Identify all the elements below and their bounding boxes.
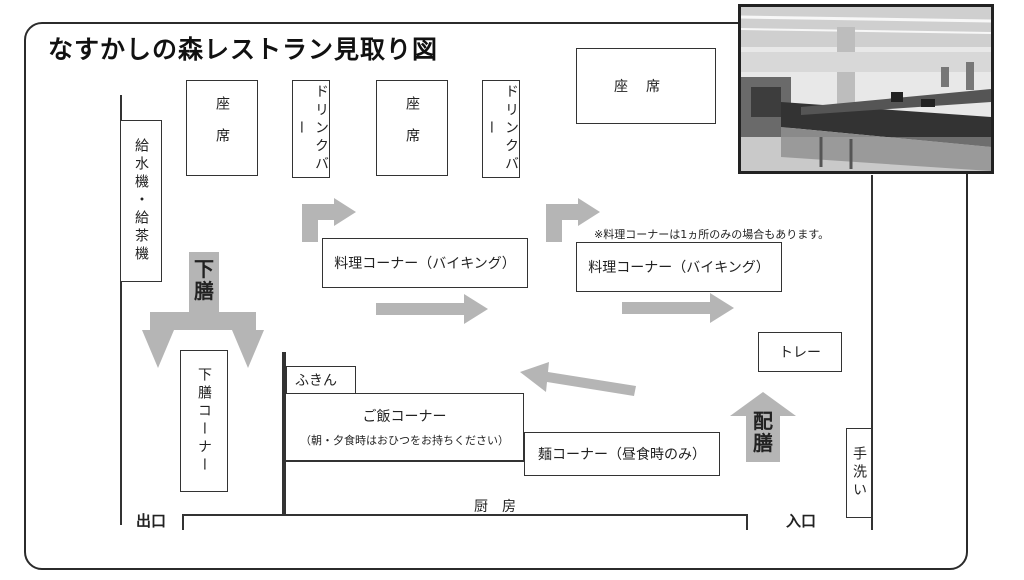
turn-arrow-2-bar (546, 204, 580, 220)
cooking-corner-2: 料理コーナー（バイキング） (576, 242, 782, 292)
right-wall (871, 175, 873, 530)
turn-arrow-1-bar (302, 204, 336, 220)
rice-corner-title: ご飯コーナー (362, 409, 447, 425)
tray-station-label: トレー (779, 345, 821, 361)
return-sign-label: 下膳 (194, 257, 214, 303)
water-station: 給水機・給茶機 (120, 120, 162, 282)
drink-bar-1-label: ドリンクバー (293, 84, 329, 174)
seat-area-2-label: 座席 (404, 96, 420, 160)
water-station-label: 給水機・給茶機 (133, 138, 149, 264)
tray-station: トレー (758, 332, 842, 372)
cooking-corner-note: ※料理コーナーは1ヵ所のみの場合もあります。 (594, 228, 830, 241)
left-arrow (520, 362, 636, 396)
seat-area-3: 座席 (576, 48, 716, 124)
kitchen-right-edge (746, 514, 748, 530)
floor-plan-frame (24, 22, 968, 570)
return-arrow-bar (150, 312, 256, 330)
cooking-corner-1-label: 料理コーナー（バイキング） (334, 256, 516, 272)
kitchen-wall (282, 352, 286, 514)
drink-bar-2: ドリンクバー (482, 80, 520, 178)
serve-arrow (730, 392, 796, 462)
entrance-label: 入口 (786, 512, 817, 530)
hand-wash-label: 手洗い (851, 446, 867, 500)
hand-wash: 手洗い (846, 428, 872, 518)
serve-sign-label: 配膳 (753, 409, 773, 455)
return-corner-label: 下膳コーナー (196, 367, 212, 475)
exit-label: 出口 (136, 512, 167, 530)
return-arrow-stem (189, 252, 219, 312)
rice-corner: ご飯コーナー （朝・夕食時はおひつをお持ちください） (286, 393, 524, 461)
left-wall (120, 95, 122, 525)
seat-area-2: 座席 (376, 80, 448, 176)
towel-station-label: ふきん (295, 373, 337, 389)
return-arrow-right-head (232, 330, 264, 368)
return-corner: 下膳コーナー (180, 350, 228, 492)
kitchen-bottom-line (182, 514, 747, 516)
cooking-corner-1: 料理コーナー（バイキング） (322, 238, 528, 288)
seat-area-1-label: 座席 (214, 96, 230, 160)
kitchen-label: 厨 房 (474, 499, 516, 515)
right-arrow-1 (376, 294, 488, 324)
rice-corner-note: （朝・夕食時はおひつをお持ちください） (300, 434, 509, 447)
restaurant-photo (738, 4, 994, 174)
page-title: なすかしの森レストラン見取り図 (48, 35, 439, 64)
noodle-corner: 麺コーナー（昼食時のみ） (524, 432, 720, 476)
seat-area-3-label: 座席 (614, 79, 678, 95)
drink-bar-1: ドリンクバー (292, 80, 330, 178)
drink-bar-2-label: ドリンクバー (483, 84, 519, 174)
restaurant-photo-image (741, 7, 991, 171)
kitchen-left-edge (182, 514, 184, 530)
seat-area-1: 座席 (186, 80, 258, 176)
noodle-corner-label: 麺コーナー（昼食時のみ） (538, 447, 706, 463)
right-arrow-2 (622, 293, 734, 323)
cooking-corner-2-label: 料理コーナー（バイキング） (588, 260, 770, 276)
return-arrow-left-head (142, 330, 174, 368)
